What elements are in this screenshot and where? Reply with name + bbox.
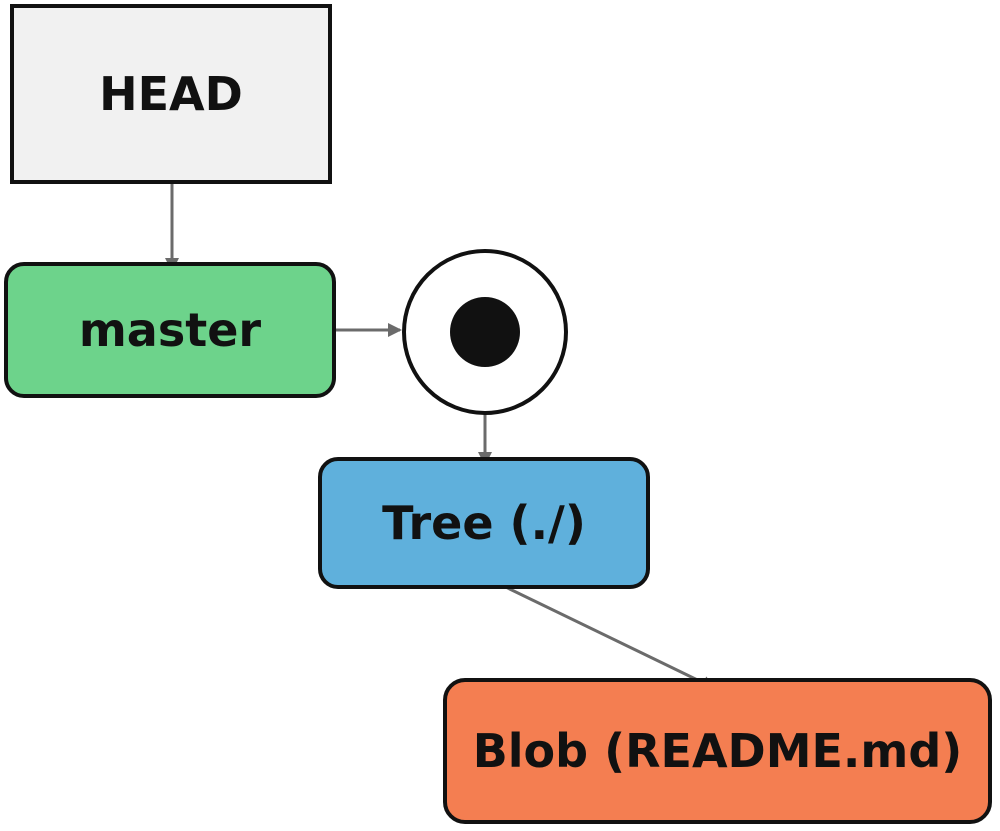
commit-icon xyxy=(402,249,568,415)
master-label: master xyxy=(78,303,262,357)
blob-label: Blob (README.md) xyxy=(472,724,963,778)
tree-label: Tree (./) xyxy=(382,496,586,550)
head-label: HEAD xyxy=(99,67,243,121)
commit-dot xyxy=(450,297,520,367)
blob-node: Blob (README.md) xyxy=(443,678,992,824)
head-node: HEAD xyxy=(10,4,332,184)
tree-node: Tree (./) xyxy=(318,457,650,589)
master-branch-node: master xyxy=(4,262,336,398)
edge-tree-to-blob xyxy=(484,575,716,690)
